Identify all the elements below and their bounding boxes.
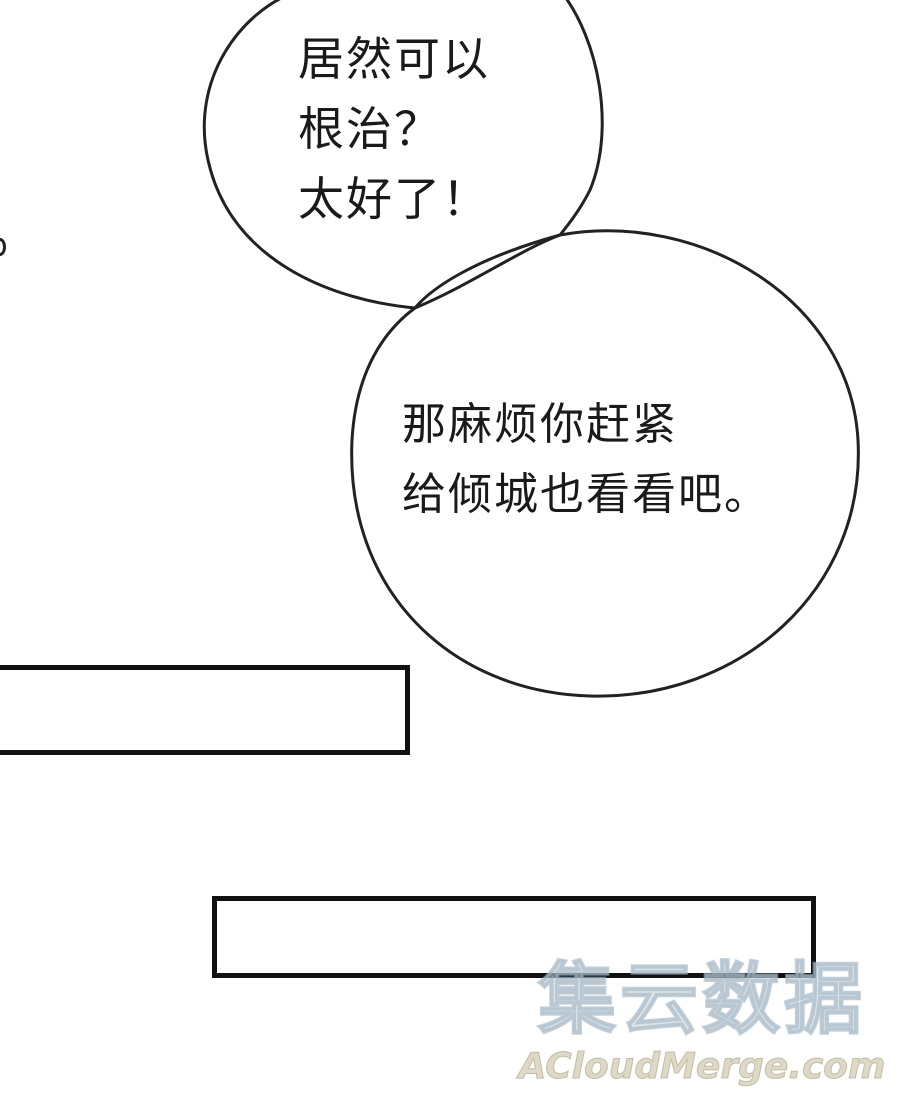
watermark-logo: 集云数据 ACloudMerge.com — [512, 954, 892, 1095]
speech-bubble-2-line-2: 给倾城也看看吧。 — [402, 469, 770, 520]
speech-bubble-2-line-1: 那麻烦你赶紧 — [402, 399, 678, 450]
watermark-english-text: ACloudMerge.com — [518, 1046, 886, 1088]
speech-bubble-1-line-2: 根治？ — [298, 102, 442, 156]
caption-box-2 — [212, 896, 816, 978]
speech-bubble-1-line-3: 太好了！ — [298, 172, 490, 226]
watermark-chinese-text: 集云数据 — [537, 954, 866, 1046]
caption-box-1 — [0, 665, 410, 755]
partial-bubble-edge — [0, 238, 6, 256]
speech-bubble-1-text: 居然可以 根治？ 太好了！ — [298, 24, 490, 234]
speech-bubble-1-line-1: 居然可以 — [298, 32, 490, 86]
speech-bubble-2-text: 那麻烦你赶紧 给倾城也看看吧。 — [402, 390, 770, 530]
speech-bubble-2-outline — [350, 229, 860, 698]
